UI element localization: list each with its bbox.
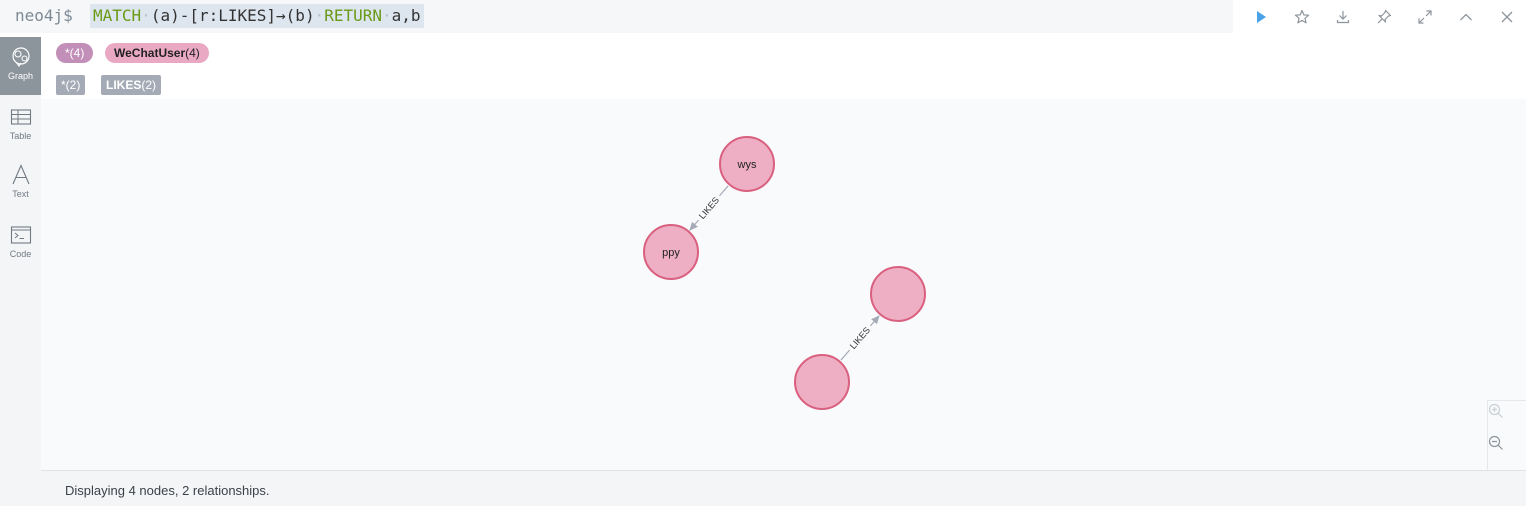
legend-rel-type-name: LIKES — [106, 78, 142, 92]
expand-icon — [1417, 9, 1432, 24]
node-circle — [643, 224, 699, 280]
download-button[interactable] — [1322, 0, 1363, 33]
relationship-arrow — [689, 219, 699, 231]
legend-node-label-name: WeChatUser — [114, 46, 186, 60]
relationship-line — [719, 185, 729, 197]
relationship-line — [840, 349, 850, 361]
legend-all-nodes[interactable]: *(4) — [56, 43, 94, 63]
node-circle — [719, 136, 775, 192]
favorite-button[interactable] — [1281, 0, 1322, 33]
relationship-type-label: LIKES — [848, 325, 872, 351]
prompt-label: neo4j$ — [15, 6, 73, 25]
graph-node[interactable]: wys — [719, 136, 775, 192]
graph-node[interactable] — [870, 266, 926, 322]
chevron-up-icon — [1459, 13, 1472, 20]
result-legend: *(4) WeChatUser(4) *(2) LIKES(2) — [41, 37, 1526, 99]
legend-all-nodes-count: (4) — [69, 46, 85, 60]
rail-item-label: Graph — [7, 71, 33, 81]
graph-node[interactable]: ppy — [643, 224, 699, 280]
legend-all-nodes-label: * — [65, 46, 70, 60]
close-button[interactable] — [1486, 0, 1526, 33]
legend-all-rels-label: * — [61, 78, 66, 92]
rail-item-label: Table — [9, 131, 32, 141]
node-circle — [794, 354, 850, 410]
rail-item-label: Text — [12, 189, 29, 199]
download-icon — [1336, 10, 1349, 23]
text-icon — [10, 164, 32, 186]
rail-item-graph[interactable]: Graph — [0, 37, 41, 95]
close-icon — [1501, 11, 1512, 22]
code-icon — [10, 224, 32, 246]
zoom-in-button[interactable] — [1488, 403, 1526, 435]
rail-item-label: Code — [9, 249, 32, 259]
query-return-vars: a,b — [391, 6, 421, 25]
legend-rel-type-count: (2) — [141, 78, 157, 92]
frame-actions — [1240, 0, 1526, 33]
run-button[interactable] — [1240, 0, 1281, 33]
legend-rel-type-likes[interactable]: LIKES(2) — [101, 75, 162, 95]
fullscreen-button[interactable] — [1404, 0, 1445, 33]
status-text: Displaying 4 nodes, 2 relationships. — [65, 483, 270, 498]
pin-icon — [1377, 9, 1391, 23]
zoom-out-icon — [1488, 435, 1503, 450]
keyword-match: MATCH — [93, 6, 142, 25]
table-icon — [10, 106, 32, 128]
status-bar: Displaying 4 nodes, 2 relationships. — [41, 470, 1526, 506]
node-circle — [870, 266, 926, 322]
graph-node[interactable] — [794, 354, 850, 410]
legend-node-label-wechatuser[interactable]: WeChatUser(4) — [105, 43, 209, 63]
relationship-likes[interactable]: LIKES — [689, 185, 729, 231]
keyword-return: RETURN — [324, 6, 383, 25]
pin-button[interactable] — [1363, 0, 1404, 33]
relationship-arrow — [870, 315, 880, 327]
query-bar: neo4j$ MATCH·(a)-[r:LIKES]→(b)·RETURN·a,… — [0, 0, 1526, 36]
collapse-button[interactable] — [1445, 0, 1486, 33]
query-pattern: (a)-[r:LIKES]→(b) — [150, 6, 315, 25]
relationship-type-label: LIKES — [697, 195, 721, 221]
graph-svg: LIKES LIKES wys ppy — [643, 136, 926, 410]
star-icon — [1294, 9, 1309, 23]
graph-icon — [10, 46, 32, 68]
rail-item-table[interactable]: Table — [0, 97, 41, 155]
legend-node-label-count: (4) — [185, 46, 200, 60]
play-icon — [1256, 10, 1266, 23]
node-caption: wys — [737, 159, 757, 171]
query-text[interactable]: MATCH·(a)-[r:LIKES]→(b)·RETURN·a,b — [90, 4, 424, 28]
rail-item-text[interactable]: Text — [0, 155, 41, 213]
legend-all-relationships[interactable]: *(2) — [56, 75, 86, 95]
zoom-in-icon — [1488, 403, 1503, 418]
relationship-likes[interactable]: LIKES — [840, 315, 880, 361]
node-caption: ppy — [662, 247, 680, 259]
query-editor[interactable]: neo4j$ MATCH·(a)-[r:LIKES]→(b)·RETURN·a,… — [0, 0, 1233, 33]
view-mode-rail: Graph Table Text Code — [0, 37, 41, 506]
legend-all-rels-count: (2) — [65, 78, 81, 92]
zoom-controls — [1487, 400, 1526, 470]
zoom-out-button[interactable] — [1488, 435, 1526, 467]
rail-item-code[interactable]: Code — [0, 215, 41, 273]
graph-canvas[interactable]: LIKES LIKES wys ppy — [41, 99, 1526, 470]
